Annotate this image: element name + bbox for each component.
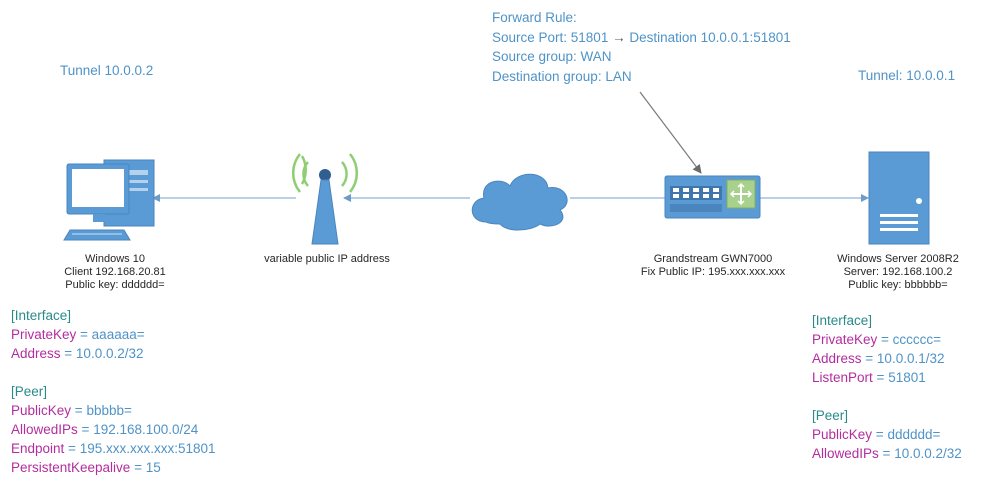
server-interface-header: [Interface] xyxy=(812,313,873,328)
server-name: Windows Server 2008R2 xyxy=(837,253,959,265)
forward-rule-box: Forward Rule: Source Port: 51801 → Desti… xyxy=(492,8,791,86)
server-config-line: AllowedIPs = 10.0.0.2/32 xyxy=(812,446,962,461)
config-key: Address xyxy=(11,346,61,361)
forward-rule-source-group: Source group: WAN xyxy=(492,49,612,64)
config-key: Endpoint xyxy=(11,441,65,456)
config-value: cccccc= xyxy=(892,332,942,347)
client-config-line: PrivateKey = aaaaaa= xyxy=(11,327,145,342)
server-tower-icon xyxy=(868,151,930,245)
forward-rule-destination-group: Destination group: LAN xyxy=(492,68,632,84)
tunnel-label-client: Tunnel 10.0.0.2 xyxy=(60,63,154,78)
client-public-key: Public key: dddddd= xyxy=(65,279,165,291)
server-config: [Interface] PrivateKey = cccccc= Address… xyxy=(812,311,962,463)
antenna-name: variable public IP address xyxy=(264,253,390,265)
cloud-icon xyxy=(471,173,568,231)
client-peer-header: [Peer] xyxy=(11,384,48,399)
client-interface-header: [Interface] xyxy=(11,308,72,323)
config-key: PersistentKeepalive xyxy=(11,460,131,475)
antenna-tower-icon xyxy=(291,153,359,245)
config-value: 10.0.0.2/32 xyxy=(894,446,962,461)
client-name: Windows 10 xyxy=(85,253,145,265)
server-ip: Server: 192.168.100.2 xyxy=(843,266,953,278)
config-key: AllowedIPs xyxy=(11,422,78,437)
router-switch-icon xyxy=(664,175,761,219)
config-value: 10.0.0.2/32 xyxy=(75,346,144,361)
config-value: 192.168.100.0/24 xyxy=(93,422,199,437)
forward-rule-source-port: Source Port: 51801 xyxy=(492,29,609,45)
tunnel-label-server: Tunnel: 10.0.0.1 xyxy=(858,68,956,83)
config-key: PublicKey xyxy=(11,403,72,418)
server-config-line: PublicKey = dddddd= xyxy=(812,427,941,442)
server-config-line: Address = 10.0.0.1/32 xyxy=(812,351,945,366)
config-value: 15 xyxy=(145,460,161,475)
config-value: bbbbb= xyxy=(86,403,132,418)
antenna-label: variable public IP address xyxy=(242,253,412,266)
forward-rule-pointer xyxy=(639,91,702,174)
server-public-key: Public key: bbbbbb= xyxy=(848,279,948,291)
router-label: Grandstream GWN7000 Fix Public IP: 195.x… xyxy=(620,253,806,279)
client-ip: Client 192.168.20.81 xyxy=(64,266,166,278)
config-key: PrivateKey xyxy=(11,327,77,342)
server-config-line: PrivateKey = cccccc= xyxy=(812,332,942,347)
config-key: PublicKey xyxy=(812,427,873,442)
server-label: Windows Server 2008R2 Server: 192.168.10… xyxy=(818,253,978,292)
client-config-line: PersistentKeepalive = 15 xyxy=(11,460,161,475)
config-value: 51801 xyxy=(888,370,926,385)
client-config-line: PublicKey = bbbbb= xyxy=(11,403,132,418)
config-value: 195.xxx.xxx.xxx:51801 xyxy=(79,441,216,456)
client-config-line: Endpoint = 195.xxx.xxx.xxx:51801 xyxy=(11,441,216,456)
forward-rule-title: Forward Rule: xyxy=(492,10,577,25)
router-name: Grandstream GWN7000 xyxy=(653,253,773,265)
client-config: [Interface] PrivateKey = aaaaaa= Address… xyxy=(11,306,216,477)
server-peer-header: [Peer] xyxy=(812,408,849,423)
client-config-line: Address = 10.0.0.2/32 xyxy=(11,346,144,361)
server-config-line: ListenPort = 51801 xyxy=(812,370,926,385)
config-key: PrivateKey xyxy=(812,332,878,347)
client-config-line: AllowedIPs = 192.168.100.0/24 xyxy=(11,422,199,437)
config-key: ListenPort xyxy=(812,370,873,385)
forward-rule-ports: Source Port: 51801 → Destination 10.0.0.… xyxy=(492,28,791,48)
desktop-pc-icon xyxy=(63,159,155,241)
forward-rule-destination: Destination 10.0.0.1:51801 xyxy=(629,29,791,45)
router-public-ip: Fix Public IP: 195.xxx.xxx.xxx xyxy=(640,266,786,278)
config-value: dddddd= xyxy=(887,427,941,442)
config-value: 10.0.0.1/32 xyxy=(876,351,945,366)
config-value: aaaaaa= xyxy=(91,327,145,342)
config-key: AllowedIPs xyxy=(812,446,879,461)
config-key: Address xyxy=(812,351,862,366)
arrow-right-icon: → xyxy=(612,29,626,45)
client-label: Windows 10 Client 192.168.20.81 Public k… xyxy=(30,253,200,292)
